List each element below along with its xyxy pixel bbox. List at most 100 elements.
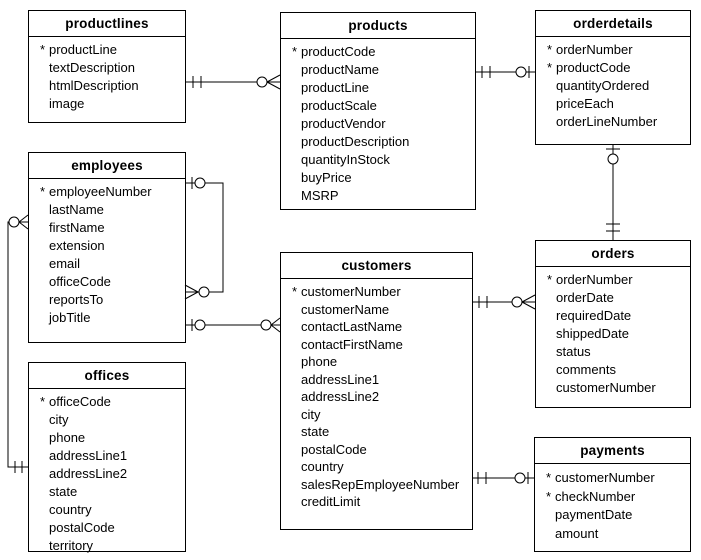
field-name: customerNumber <box>301 284 401 299</box>
field-row: territory <box>40 537 182 555</box>
field-row: addressLine1 <box>40 447 182 465</box>
crows-foot-icon <box>184 284 199 293</box>
zero-circle-icon <box>514 472 526 484</box>
field-name: textDescription <box>49 60 135 75</box>
pk-marker: * <box>40 184 46 199</box>
pk-marker <box>40 537 49 555</box>
zero-circle-icon <box>515 66 527 78</box>
pk-marker <box>292 458 301 476</box>
field-row: *orderNumber <box>547 41 687 59</box>
pk-marker <box>40 59 49 77</box>
field-name: checkNumber <box>555 488 636 504</box>
field-name: phone <box>49 430 86 445</box>
field-name: status <box>556 344 591 359</box>
pk-marker: * <box>40 42 46 57</box>
field-name: state <box>301 424 330 439</box>
crows-foot-icon <box>270 324 281 333</box>
pk-marker <box>40 411 49 429</box>
pk-marker <box>40 201 49 219</box>
pk-marker: * <box>292 284 298 299</box>
pk-marker <box>547 95 556 113</box>
field-name: officeCode <box>49 394 111 409</box>
connector-offices-employees <box>7 214 29 473</box>
field-name: quantityOrdered <box>556 78 650 93</box>
field-name: productCode <box>556 60 631 75</box>
field-name: creditLimit <box>301 494 361 509</box>
pk-marker <box>292 318 301 336</box>
field-row: *orderNumber <box>547 271 687 289</box>
field-row: textDescription <box>40 59 182 77</box>
field-name: orderLineNumber <box>556 114 658 129</box>
pk-marker <box>292 151 301 169</box>
zero-circle-icon <box>256 76 268 88</box>
zero-circle-icon <box>194 177 206 189</box>
field-name: customerNumber <box>555 470 655 485</box>
field-name: productDescription <box>301 134 410 149</box>
field-row: addressLine1 <box>292 371 469 389</box>
pk-marker <box>292 336 301 354</box>
table-title: customers <box>281 253 472 279</box>
field-row: contactLastName <box>292 318 469 336</box>
field-name: phone <box>301 354 338 369</box>
pk-marker <box>547 289 556 307</box>
field-row: jobTitle <box>40 309 182 327</box>
field-row: quantityInStock <box>292 151 472 169</box>
field-row: status <box>547 343 687 361</box>
field-name: salesRepEmployeeNumber <box>301 476 460 492</box>
field-name: firstName <box>49 220 105 235</box>
pk-marker <box>40 465 49 483</box>
field-name: productCode <box>301 44 376 59</box>
pk-marker <box>292 493 301 511</box>
field-row: postalCode <box>40 519 182 537</box>
field-name: contactFirstName <box>301 336 403 352</box>
pk-marker <box>292 133 301 151</box>
pk-marker <box>40 447 49 465</box>
field-row: *productCode <box>547 59 687 77</box>
field-row: *productCode <box>292 43 472 61</box>
pk-marker <box>292 371 301 389</box>
field-name: requiredDate <box>556 308 632 323</box>
field-name: orderNumber <box>556 42 633 57</box>
field-name: amount <box>555 525 599 541</box>
field-row: state <box>40 483 182 501</box>
connector-products-orderdetails <box>476 66 535 78</box>
field-row: salesRepEmployeeNumber <box>292 476 469 494</box>
pk-marker <box>547 77 556 95</box>
pk-marker <box>40 255 49 273</box>
pk-marker <box>292 423 301 441</box>
pk-marker <box>292 115 301 133</box>
connector-customers-payments <box>473 472 534 484</box>
field-row: productVendor <box>292 115 472 133</box>
pk-marker <box>40 483 49 501</box>
field-row: shippedDate <box>547 325 687 343</box>
field-row: productScale <box>292 97 472 115</box>
field-row: reportsTo <box>40 291 182 309</box>
field-name: city <box>49 412 69 427</box>
pk-marker: * <box>40 394 46 409</box>
crows-foot-icon <box>18 221 29 230</box>
pk-marker: * <box>546 488 552 504</box>
field-row: creditLimit <box>292 493 469 511</box>
field-name: orderNumber <box>556 272 633 287</box>
field-row: productLine <box>292 79 472 97</box>
pk-marker: * <box>546 470 552 485</box>
field-row: comments <box>547 361 687 379</box>
field-row: productName <box>292 61 472 79</box>
field-row: phone <box>40 429 182 447</box>
field-name: territory <box>49 538 94 553</box>
field-name: lastName <box>49 202 104 217</box>
pk-marker <box>547 379 556 397</box>
field-name: productScale <box>301 98 377 113</box>
